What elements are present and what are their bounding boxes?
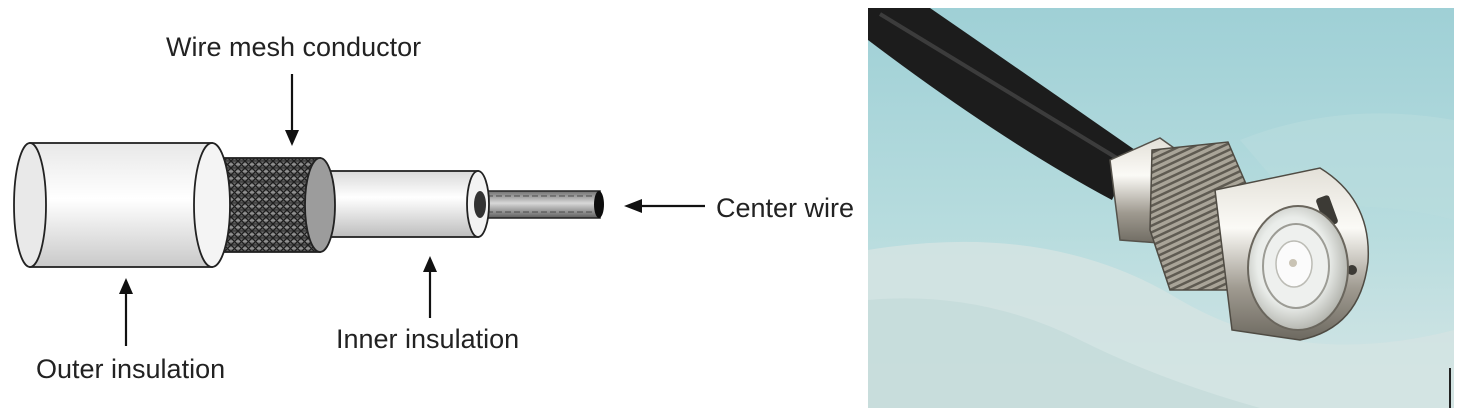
arrow-inner-insulation	[423, 256, 437, 318]
bnc-connector-photo	[868, 8, 1454, 408]
wire-mesh-shape	[211, 157, 336, 253]
arrow-center-wire	[624, 199, 705, 213]
label-outer-insulation: Outer insulation	[36, 354, 225, 384]
outer-insulation-shape	[13, 142, 231, 268]
coax-cable-diagram: Wire mesh conductor Center wire Inner in…	[13, 32, 854, 384]
inner-insulation-shape	[317, 170, 490, 238]
arrow-outer-insulation	[119, 278, 133, 346]
photo-cable	[868, 8, 1135, 200]
arrow-wire-mesh	[285, 74, 299, 146]
label-center-wire: Center wire	[716, 193, 854, 223]
label-inner-insulation: Inner insulation	[336, 324, 519, 354]
label-wire-mesh-conductor: Wire mesh conductor	[166, 32, 421, 62]
center-wire-shape	[469, 190, 604, 219]
